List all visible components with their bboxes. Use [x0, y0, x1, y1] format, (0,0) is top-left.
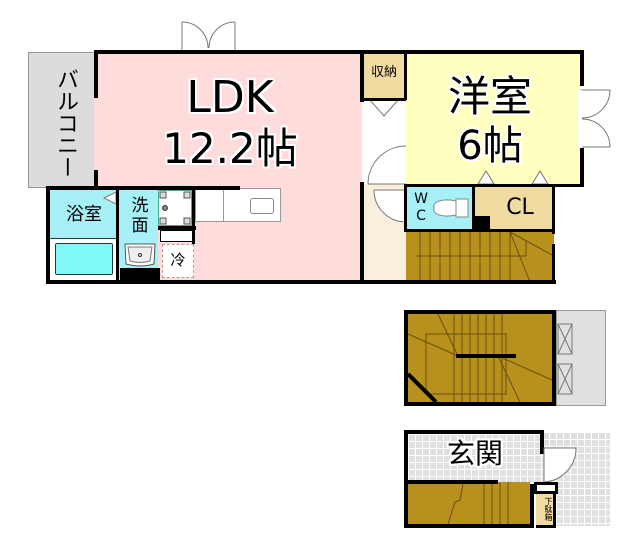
closet-door-icon [477, 170, 549, 185]
wall [158, 226, 196, 230]
balcony-floor2 [556, 310, 606, 406]
bathtub-icon [55, 243, 113, 275]
wc-door-icon [373, 189, 407, 223]
shoe-storage [536, 494, 556, 528]
wall [472, 184, 475, 230]
shelf [160, 230, 194, 242]
fridge-label: 冷 [170, 251, 186, 269]
counter-divider [223, 189, 224, 221]
stairs-lines [406, 313, 553, 404]
entrance-door-icon [543, 447, 577, 483]
western-double-door-icon [578, 89, 611, 148]
wall [94, 50, 98, 98]
entrance-label: 玄関 [446, 437, 503, 470]
wall [192, 190, 195, 244]
western-room-label: 洋室 [447, 72, 532, 121]
storage-label: 収納 [370, 65, 397, 80]
wall [360, 182, 364, 282]
closet-label: CL [506, 195, 534, 220]
ldk-size: 12.2帖 [162, 124, 298, 173]
wall [94, 50, 582, 54]
kitchen-sink-icon [250, 198, 274, 214]
storage-closet [362, 52, 406, 100]
washroom-label-2: 面 [131, 216, 149, 236]
ldk-label: LDK [186, 72, 274, 123]
wall [404, 184, 407, 232]
stairs-lines [447, 482, 509, 525]
hall-door-icon [367, 145, 407, 185]
wall [46, 280, 556, 284]
storage-door-icon [368, 99, 400, 117]
sink-icon [124, 243, 156, 267]
wall [362, 98, 406, 101]
washroom-floor-bar [120, 268, 160, 282]
washroom [120, 190, 158, 282]
wall [552, 184, 555, 234]
washroom-label-1: 洗 [131, 196, 149, 216]
wall [404, 50, 407, 100]
wall [552, 244, 555, 284]
bathroom-label: 浴室 [66, 204, 102, 225]
wall [94, 170, 98, 190]
stairs-floor3 [404, 482, 530, 528]
wc-label-c: C [416, 208, 426, 224]
wall [580, 148, 584, 186]
wall [404, 229, 554, 232]
shoe-box-top [534, 482, 558, 494]
balcony-label: バルコニー [53, 68, 78, 178]
wall [406, 184, 584, 187]
wall [46, 186, 50, 282]
balcony [28, 52, 96, 188]
wall [46, 186, 240, 190]
wall [580, 50, 584, 86]
wall [530, 484, 534, 528]
shoe-storage-label: 下駄箱 [544, 497, 553, 521]
toilet-icon [433, 198, 469, 218]
washing-machine-icon [159, 191, 191, 225]
western-room [406, 52, 580, 184]
wall [116, 190, 119, 280]
wc-label-w: W [414, 191, 428, 207]
western-room-size: 6帖 [457, 123, 523, 169]
entrance [404, 430, 544, 482]
pillar [472, 216, 490, 230]
fridge-space [162, 244, 194, 278]
window-icon [557, 323, 573, 395]
stairs-lines [416, 231, 555, 283]
wall [540, 430, 544, 454]
wall [404, 480, 498, 484]
wall [360, 50, 364, 102]
